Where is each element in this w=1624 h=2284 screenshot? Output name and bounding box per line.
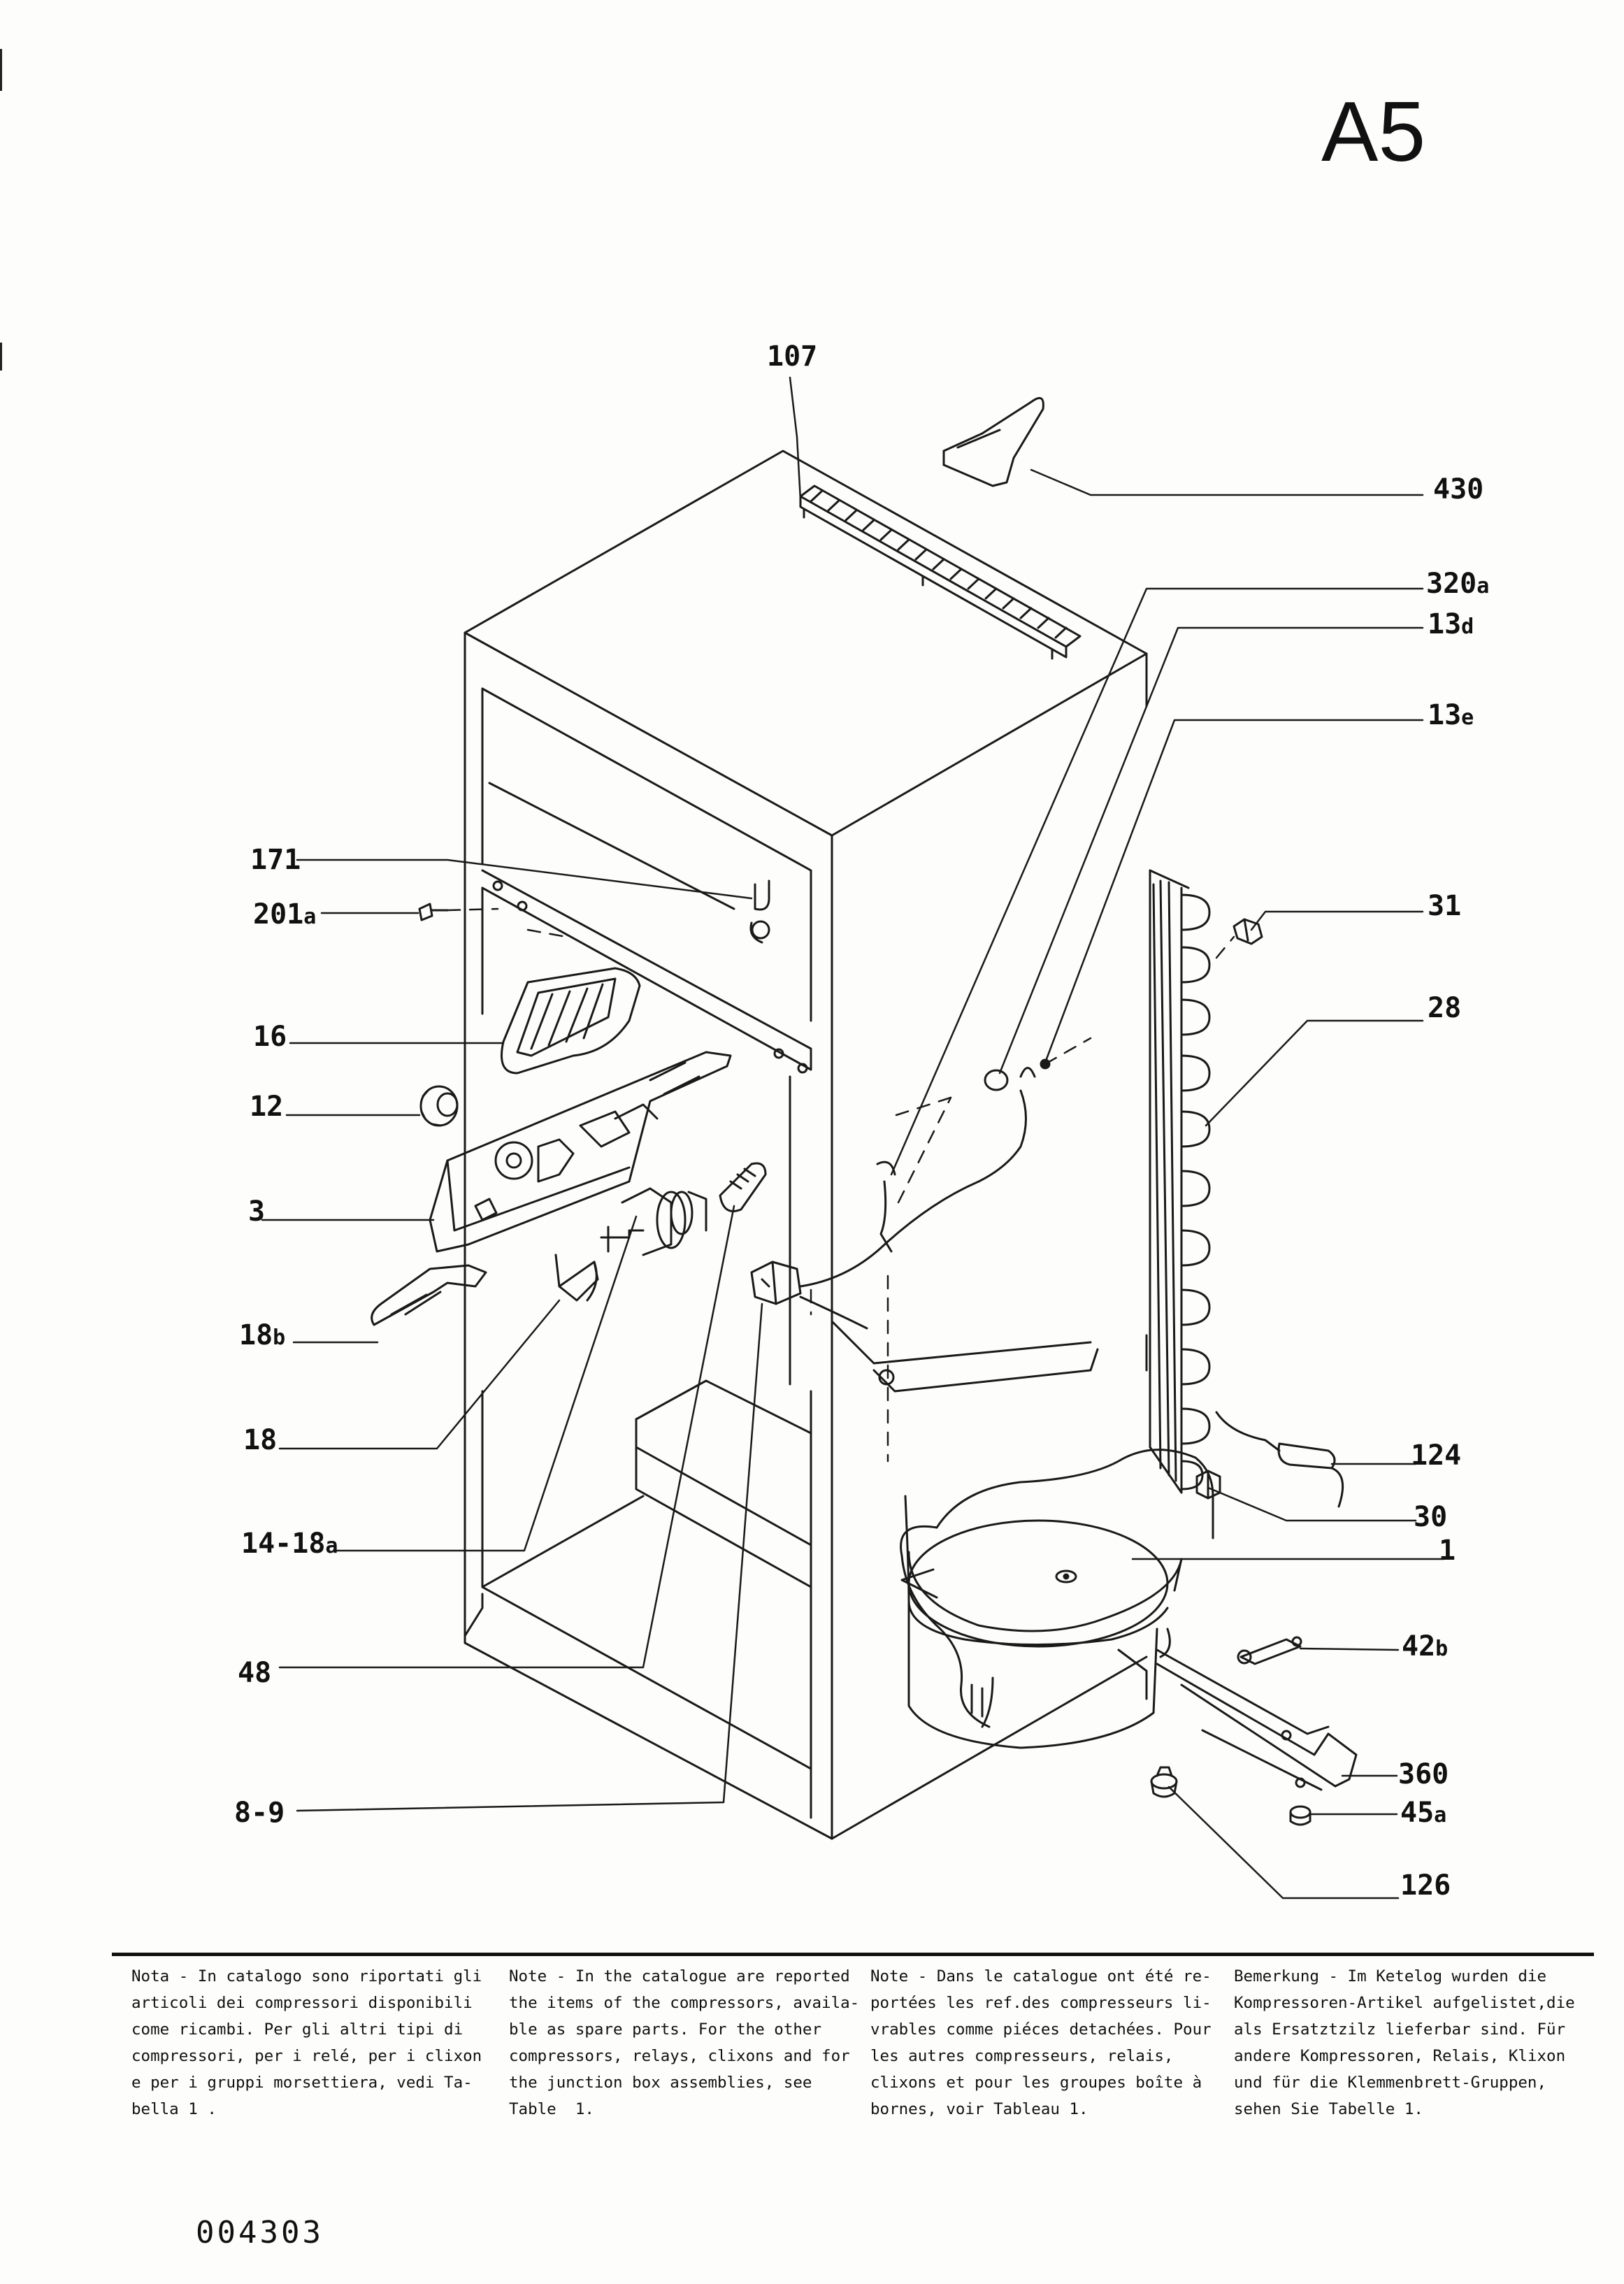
note-english: Note - In the catalogue are reported the… xyxy=(509,1967,860,2118)
part-label-12: 12 xyxy=(250,1091,284,1123)
part-label-1: 1 xyxy=(1439,1535,1456,1567)
foot-45a xyxy=(1289,1805,1312,1826)
lamp-cover-16 xyxy=(501,967,641,1075)
control-panel-3 xyxy=(429,1051,732,1253)
projection-lines xyxy=(446,907,1235,1463)
grommet-126 xyxy=(1150,1766,1178,1798)
lamp-holder-48 xyxy=(719,1162,767,1212)
part-label-28: 28 xyxy=(1428,992,1462,1024)
part-label-16: 16 xyxy=(253,1021,287,1053)
connector-8-9 xyxy=(750,1260,802,1305)
part-label-42b: 42b xyxy=(1402,1630,1449,1662)
part-label-3: 3 xyxy=(248,1195,266,1228)
door-handle-18b xyxy=(371,1264,487,1326)
part-label-126: 126 xyxy=(1400,1869,1451,1902)
screw-201a xyxy=(418,903,449,921)
part-label-360: 360 xyxy=(1398,1758,1449,1790)
part-label-8-9: 8-9 xyxy=(234,1797,285,1829)
part-label-18b: 18b xyxy=(239,1319,286,1351)
part-label-18: 18 xyxy=(243,1424,278,1456)
leader-lines xyxy=(261,376,1445,1899)
part-label-320a: 320a xyxy=(1426,568,1490,600)
condenser-28 xyxy=(1149,869,1211,1494)
part-label-13d: 13d xyxy=(1428,608,1474,640)
fastener-171 xyxy=(749,879,770,944)
document-number: 004303 xyxy=(196,2215,324,2250)
compressor-mount-outline xyxy=(900,1449,1214,1728)
wiring-harness xyxy=(799,1058,1051,1386)
compressor-1 xyxy=(904,1495,1183,1749)
part-label-124: 124 xyxy=(1411,1439,1462,1472)
top-vent-grille-107 xyxy=(799,484,1082,660)
part-label-48: 48 xyxy=(238,1657,272,1689)
part-label-201a: 201a xyxy=(253,898,317,931)
part-label-14-18a: 14-18a xyxy=(241,1528,338,1560)
part-label-107: 107 xyxy=(767,340,818,373)
margin-mark xyxy=(0,49,2,91)
part-label-45a: 45a xyxy=(1400,1797,1447,1829)
grommet-42b xyxy=(1237,1636,1302,1665)
cabinet-outline xyxy=(464,450,1148,1840)
part-label-430: 430 xyxy=(1433,473,1484,505)
margin-mark xyxy=(0,343,2,371)
thermostat-14-18a xyxy=(600,1187,707,1256)
note-german: Bemerkung - Im Ketelog wurden die Kompre… xyxy=(1234,1967,1575,2118)
thermostat-knob-12 xyxy=(419,1085,459,1127)
notes-section: Nota - In catalogo sono riportati gli ar… xyxy=(112,1953,1594,2131)
ice-scraper-430 xyxy=(942,396,1044,487)
capillary-124 xyxy=(1215,1411,1344,1508)
bracket-18 xyxy=(554,1254,599,1302)
clip-31 xyxy=(1233,918,1263,945)
base-plate-360 xyxy=(900,1568,1358,1791)
part-label-13e: 13e xyxy=(1428,699,1474,731)
sheet-id: A5 xyxy=(1321,84,1426,179)
note-french: Note - Dans le catalogue ont été re- por… xyxy=(870,1967,1212,2118)
part-label-171: 171 xyxy=(250,844,301,876)
part-label-31: 31 xyxy=(1428,890,1462,922)
part-label-30: 30 xyxy=(1414,1501,1448,1533)
note-italian: Nota - In catalogo sono riportati gli ar… xyxy=(131,1967,482,2118)
